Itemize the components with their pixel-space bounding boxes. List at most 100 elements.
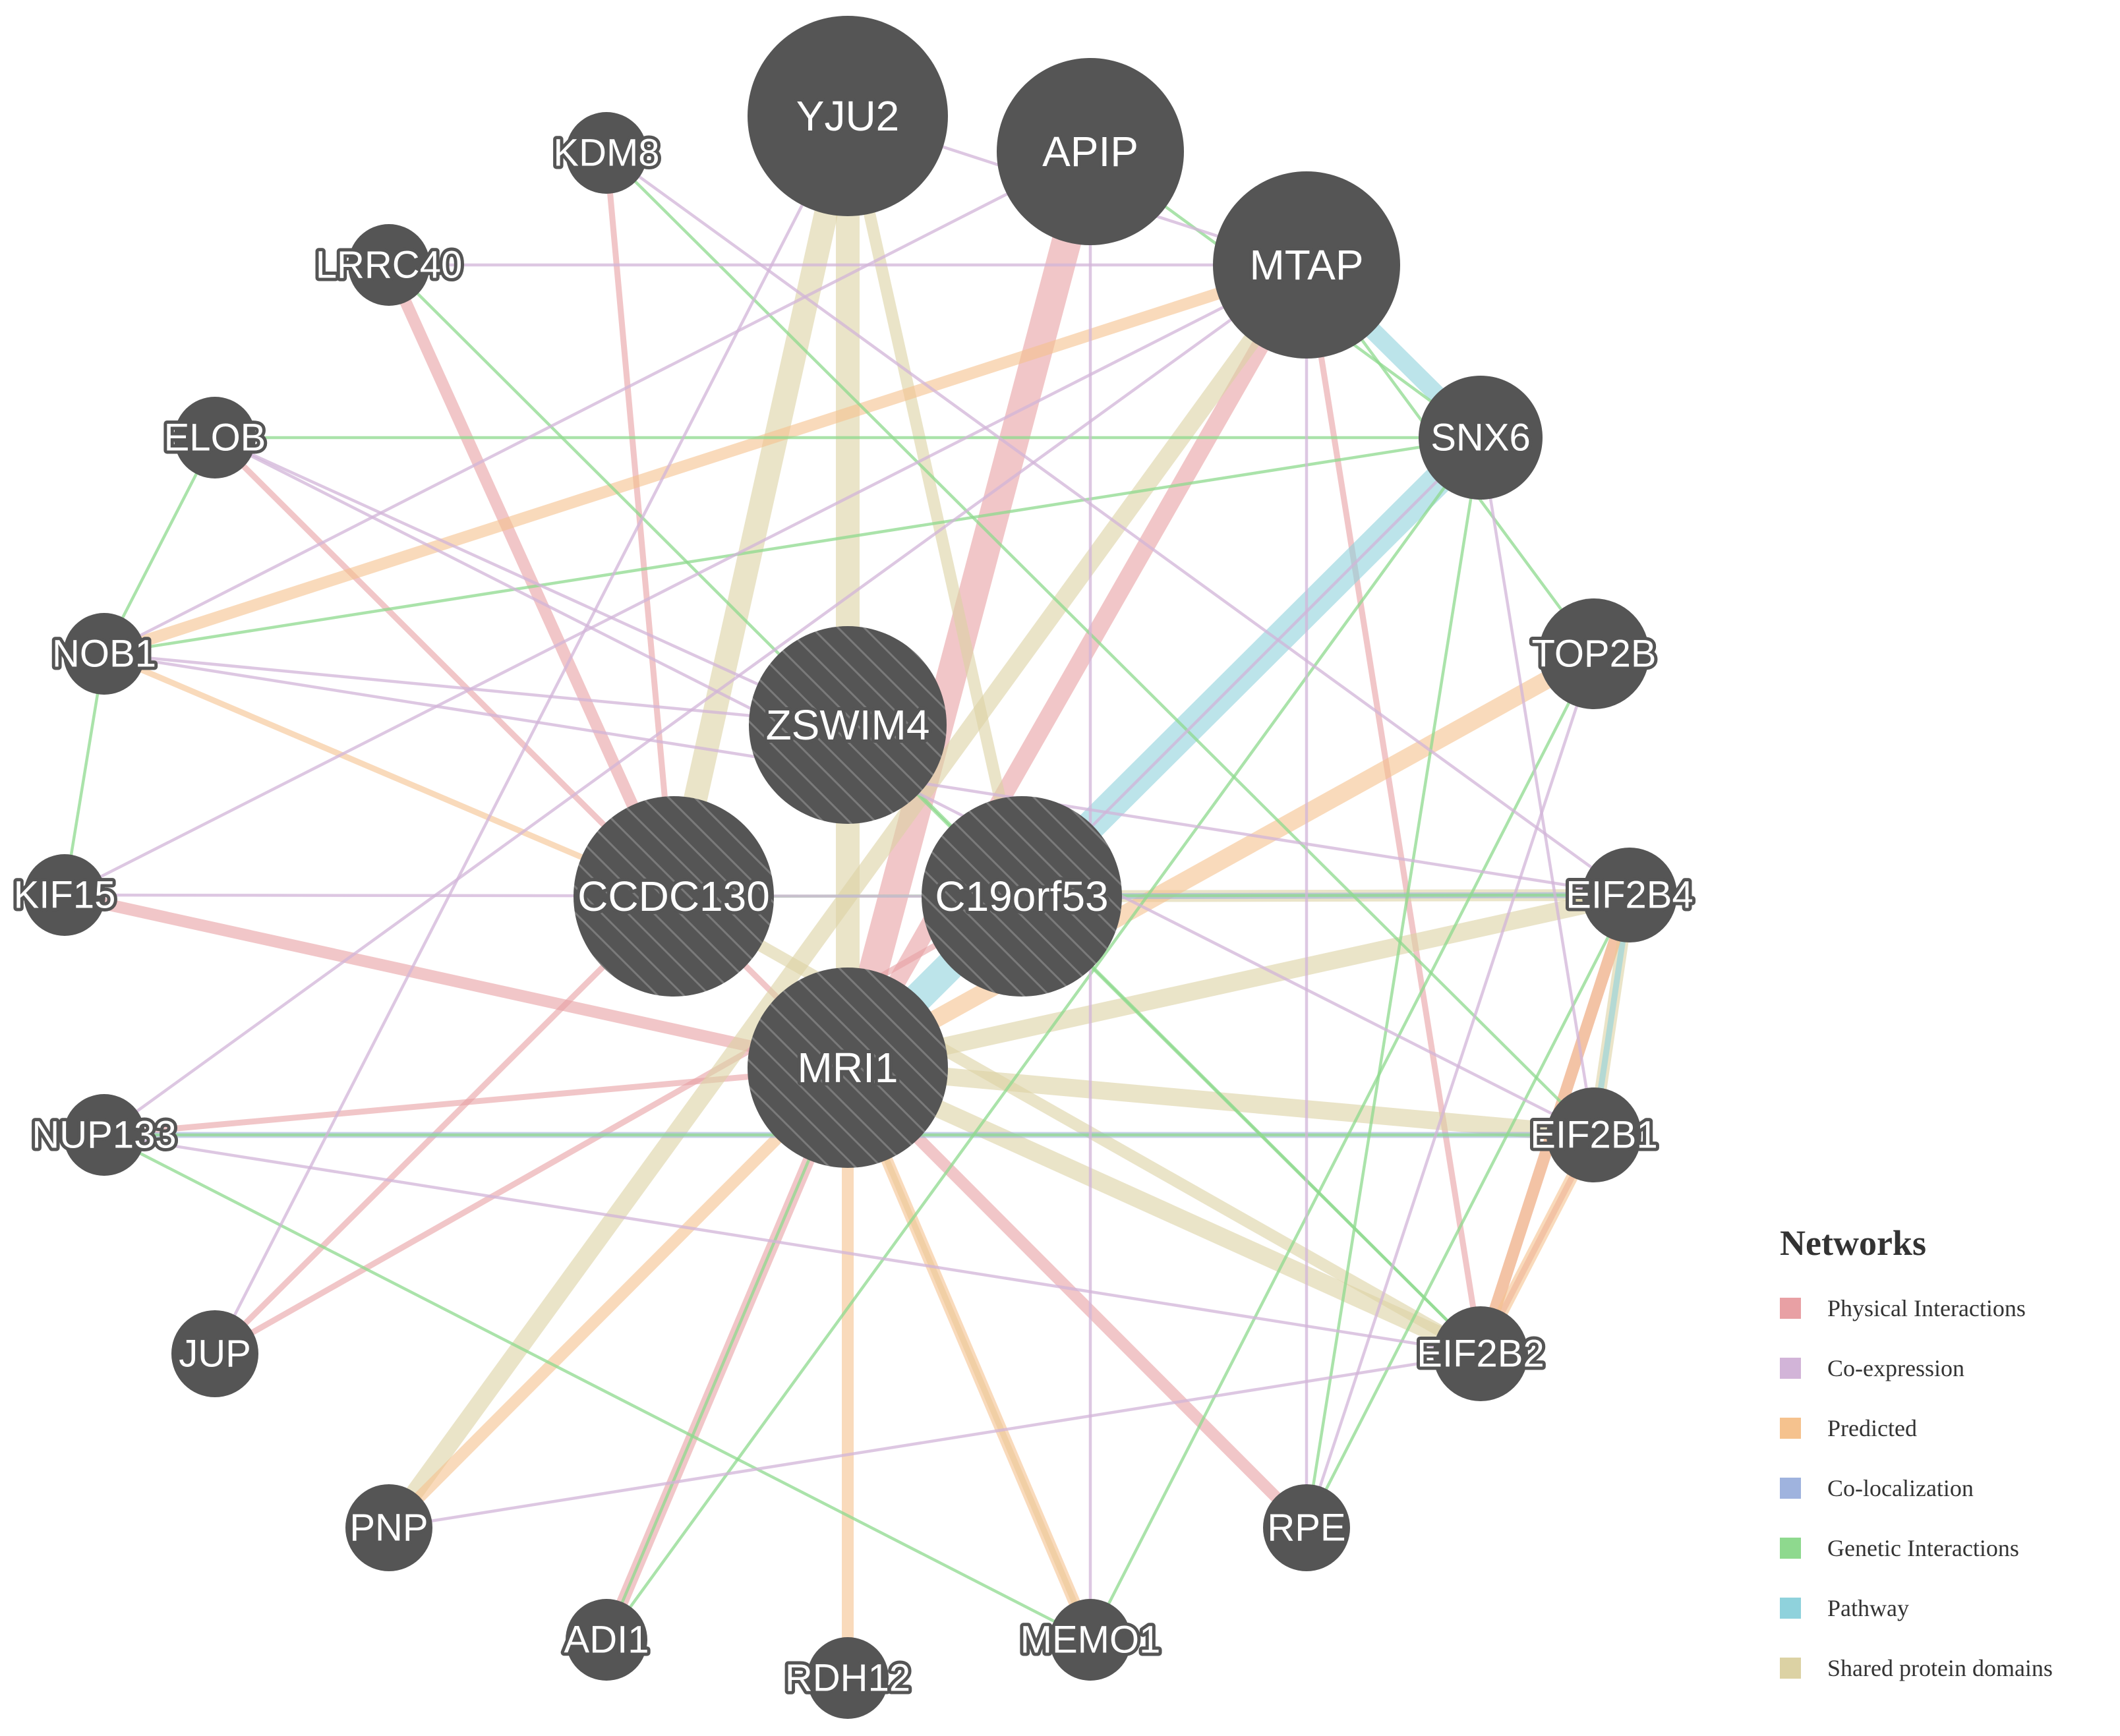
edge-coexpression-top2b-rpe — [1305, 653, 1596, 1528]
node-label: MEMO1 — [1020, 1619, 1161, 1662]
node-circle[interactable] — [748, 968, 948, 1168]
node-kif15[interactable]: KIF15 — [11, 854, 119, 936]
node-label: JUP — [179, 1333, 251, 1375]
node-label: MTAP — [1249, 241, 1363, 289]
node-rdh12[interactable]: RDH12 — [782, 1637, 914, 1719]
node-circle[interactable] — [749, 626, 947, 824]
node-circle[interactable] — [1546, 1087, 1641, 1182]
node-eif2b2[interactable]: EIF2B2 — [1413, 1306, 1548, 1401]
node-eif2b1[interactable]: EIF2B1 — [1527, 1087, 1661, 1182]
node-circle[interactable] — [1263, 1484, 1350, 1571]
node-pnp[interactable]: PNP — [345, 1484, 432, 1571]
edge-coexpression-nob1-apip — [103, 150, 1092, 656]
edge-physical-mri1-rpe — [843, 1063, 1311, 1532]
legend-item-shared[interactable]: Shared protein domains — [1780, 1638, 2053, 1698]
edge-coexpression-snx6-eif2b1 — [1479, 437, 1596, 1136]
node-label: EIF2B2 — [1417, 1333, 1544, 1375]
edge-genetic-kdm8-eif2b1 — [605, 152, 1595, 1136]
node-label: EIF2B1 — [1530, 1114, 1657, 1157]
edge-coexpression-c19orf53-snx6 — [1020, 436, 1482, 898]
edge-predicted-mri1-memo1 — [842, 1065, 1096, 1642]
node-label: MRI1 — [798, 1044, 898, 1091]
node-circle[interactable] — [63, 613, 145, 695]
node-circle[interactable] — [1049, 1599, 1131, 1681]
node-mri1[interactable]: MRI1 — [748, 968, 948, 1168]
node-label: KIF15 — [14, 874, 116, 917]
edge-physical-c19orf53-jup — [213, 894, 1024, 1356]
node-circle[interactable] — [174, 397, 256, 478]
node-jup[interactable]: JUP — [171, 1310, 258, 1397]
legend-item-coexpression[interactable]: Co-expression — [1780, 1338, 2053, 1398]
node-circle[interactable] — [1213, 171, 1400, 359]
node-circle[interactable] — [1582, 848, 1677, 942]
node-circle[interactable] — [24, 854, 105, 936]
node-nup133[interactable]: NUP133 — [28, 1094, 180, 1176]
node-circle[interactable] — [748, 16, 948, 216]
node-circle[interactable] — [922, 796, 1122, 997]
node-zswim4[interactable]: ZSWIM4 — [749, 626, 947, 824]
node-circle[interactable] — [807, 1637, 889, 1719]
edges-layer — [63, 113, 1635, 1678]
edge-genetic-mri1-adi1 — [604, 1067, 850, 1640]
node-elob[interactable]: ELOB — [161, 397, 269, 478]
predicted-swatch — [1780, 1417, 1801, 1439]
legend-label: Shared protein domains — [1827, 1654, 2053, 1681]
node-circle[interactable] — [997, 58, 1184, 245]
node-circle[interactable] — [566, 1599, 647, 1681]
node-circle[interactable] — [348, 224, 430, 306]
legend-item-pathway[interactable]: Pathway — [1780, 1578, 2053, 1638]
node-c19orf53[interactable]: C19orf53 — [922, 796, 1122, 997]
node-memo1[interactable]: MEMO1 — [1017, 1599, 1163, 1681]
node-label: CCDC130 — [577, 873, 770, 920]
edge-physical-ccdc130-jup — [212, 894, 676, 1356]
node-label: EIF2B4 — [1566, 874, 1693, 917]
node-circle[interactable] — [566, 112, 647, 194]
edge-genetic-rpe-eif2b4 — [1305, 894, 1632, 1529]
node-kdm8[interactable]: KDM8 — [550, 112, 663, 194]
node-circle[interactable] — [574, 796, 774, 997]
node-lrrc40[interactable]: LRRC40 — [312, 224, 465, 306]
legend-label: Pathway — [1827, 1594, 1909, 1621]
edge-predicted-nob1-ccdc130 — [103, 651, 675, 900]
networks-legend: Networks Physical Interactions Co-expres… — [1780, 1223, 2053, 1698]
node-eif2b4[interactable]: EIF2B4 — [1562, 848, 1697, 942]
legend-item-predicted[interactable]: Predicted — [1780, 1398, 2053, 1458]
edge-genetic-memo1-top2b — [1088, 652, 1596, 1641]
edge-shared-mri1-eif2b1 — [846, 1058, 1595, 1144]
edge-coexpression-kdm8-eif2b4 — [605, 152, 1631, 896]
edge-coexpression-pnp-eif2b2 — [388, 1352, 1481, 1530]
node-nob1[interactable]: NOB1 — [49, 613, 160, 695]
colocalization-swatch — [1780, 1477, 1801, 1499]
node-yju2[interactable]: YJU2 — [748, 16, 948, 216]
legend-item-colocalization[interactable]: Co-localization — [1780, 1458, 2053, 1518]
node-label: RPE — [1267, 1507, 1345, 1549]
edge-predicted-mri1-top2b — [843, 646, 1599, 1076]
node-circle[interactable] — [1539, 598, 1649, 709]
edge-coexpression-nup133-eif2b2 — [103, 1133, 1481, 1356]
node-label: RDH12 — [785, 1657, 910, 1700]
edge-genetic-rpe-snx6 — [1305, 437, 1483, 1528]
legend-label: Co-expression — [1827, 1354, 1964, 1381]
node-circle[interactable] — [1419, 376, 1543, 500]
edge-shared-mri1-eif2b4 — [846, 886, 1632, 1077]
node-rpe[interactable]: RPE — [1263, 1484, 1350, 1571]
legend-item-physical[interactable]: Physical Interactions — [1780, 1278, 2053, 1338]
node-circle[interactable] — [171, 1310, 258, 1397]
legend-label: Genetic Interactions — [1827, 1534, 2019, 1561]
node-top2b[interactable]: TOP2B — [1528, 598, 1660, 709]
node-label: TOP2B — [1531, 633, 1656, 676]
node-mtap[interactable]: MTAP — [1213, 171, 1400, 359]
edge-genetic-nup133-memo1 — [103, 1133, 1092, 1642]
node-circle[interactable] — [63, 1094, 145, 1176]
legend-item-genetic[interactable]: Genetic Interactions — [1780, 1518, 2053, 1578]
node-snx6[interactable]: SNX6 — [1419, 376, 1543, 500]
node-apip[interactable]: APIP — [997, 58, 1184, 245]
node-circle[interactable] — [345, 1484, 432, 1571]
node-ccdc130[interactable]: CCDC130 — [574, 796, 774, 997]
node-adi1[interactable]: ADI1 — [561, 1599, 652, 1681]
edge-physical-mri1-mtap — [840, 260, 1314, 1072]
node-circle[interactable] — [1433, 1306, 1528, 1401]
node-label: NOB1 — [52, 633, 156, 676]
